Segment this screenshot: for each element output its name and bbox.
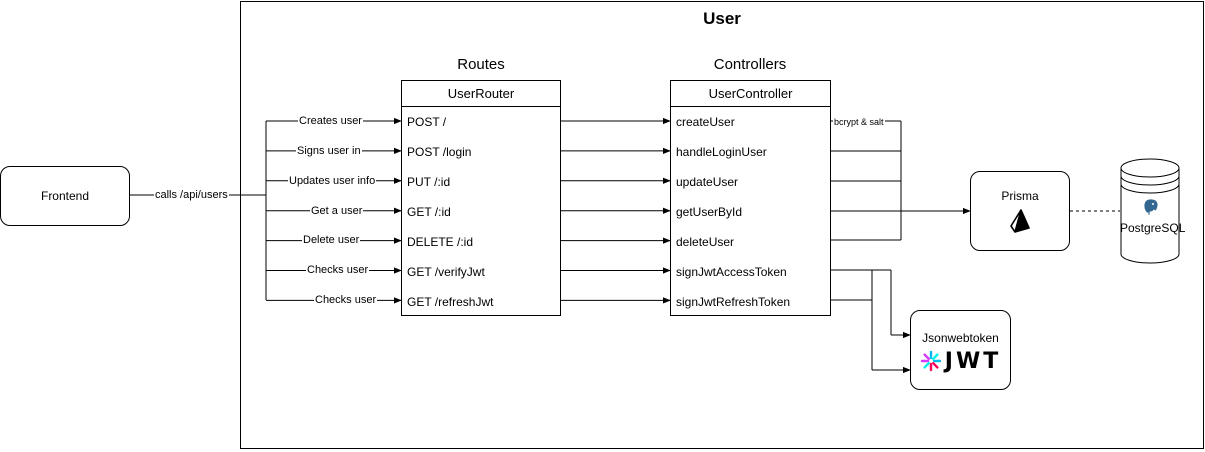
- route-row: POST /: [407, 115, 447, 129]
- route-row: GET /refreshJwt: [407, 295, 494, 309]
- group-title: User: [703, 9, 741, 28]
- route-edge-label: Creates user: [298, 115, 363, 127]
- controller-row: createUser: [676, 115, 735, 129]
- route-row: GET /verifyJwt: [407, 265, 485, 279]
- user-controller-title: UserController: [671, 81, 830, 107]
- jwt-logo-icon: JWT: [920, 349, 1001, 374]
- controller-row: signJwtAccessToken: [676, 265, 787, 279]
- jsonwebtoken-label: Jsonwebtoken: [922, 330, 999, 345]
- postgresql-label: PostgreSQL: [1120, 221, 1186, 235]
- frontend-label: Frontend: [40, 189, 90, 203]
- user-router-title: UserRouter: [402, 81, 560, 107]
- jsonwebtoken-node: Jsonwebtoken JWT: [910, 310, 1011, 390]
- controller-row: handleLoginUser: [676, 145, 767, 159]
- prisma-node: Prisma: [970, 171, 1070, 251]
- postgresql-node: PostgreSQL: [1120, 158, 1186, 264]
- prisma-icon: [1010, 208, 1030, 236]
- route-row: PUT /:id: [407, 175, 451, 189]
- controller-row: getUserById: [676, 205, 743, 219]
- route-edge-label: Get a user: [310, 205, 364, 217]
- controller-row: signJwtRefreshToken: [676, 295, 791, 309]
- route-row: POST /login: [407, 145, 472, 159]
- user-controller-table: UserController createUser handleLoginUse…: [670, 80, 831, 316]
- route-edge-label: Checks user: [306, 264, 370, 276]
- controller-row: updateUser: [676, 175, 739, 189]
- controller-row: deleteUser: [676, 235, 735, 249]
- route-row: GET /:id: [407, 205, 451, 219]
- route-edge-label: Delete user: [302, 234, 361, 246]
- frontend-node: Frontend: [0, 166, 130, 226]
- route-edge-label: Signs user in: [296, 145, 362, 157]
- user-group-frame: [240, 1, 1204, 449]
- bcrypt-edge-label: bcrypt & salt: [833, 116, 885, 128]
- user-router-table: UserRouter POST / POST /login PUT /:id G…: [401, 80, 561, 316]
- jwt-logo-text: JWT: [944, 348, 1002, 374]
- route-edge-label: Checks user: [314, 294, 378, 306]
- route-edge-label: Updates user info: [288, 175, 377, 187]
- route-row: DELETE /:id: [407, 235, 474, 249]
- prisma-label: Prisma: [1001, 188, 1039, 203]
- frontend-edge-label: calls /api/users: [154, 189, 229, 201]
- routes-title: Routes: [457, 56, 505, 73]
- controllers-title: Controllers: [713, 56, 787, 73]
- postgresql-elephant-icon: [1142, 198, 1160, 221]
